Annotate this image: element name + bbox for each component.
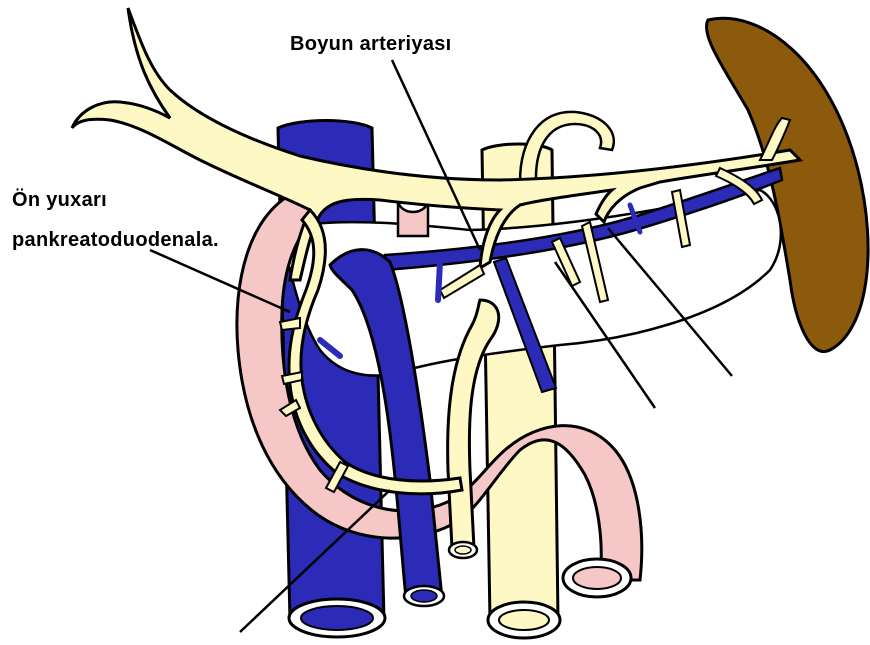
label-neck-artery: Boyun arteriyası <box>290 31 452 57</box>
label-ant-sup-line1: Ön yuxarı <box>12 187 107 213</box>
label-ant-sup-line2: pankreatoduodenala. <box>12 227 219 253</box>
left-gastric-artery <box>520 112 614 182</box>
